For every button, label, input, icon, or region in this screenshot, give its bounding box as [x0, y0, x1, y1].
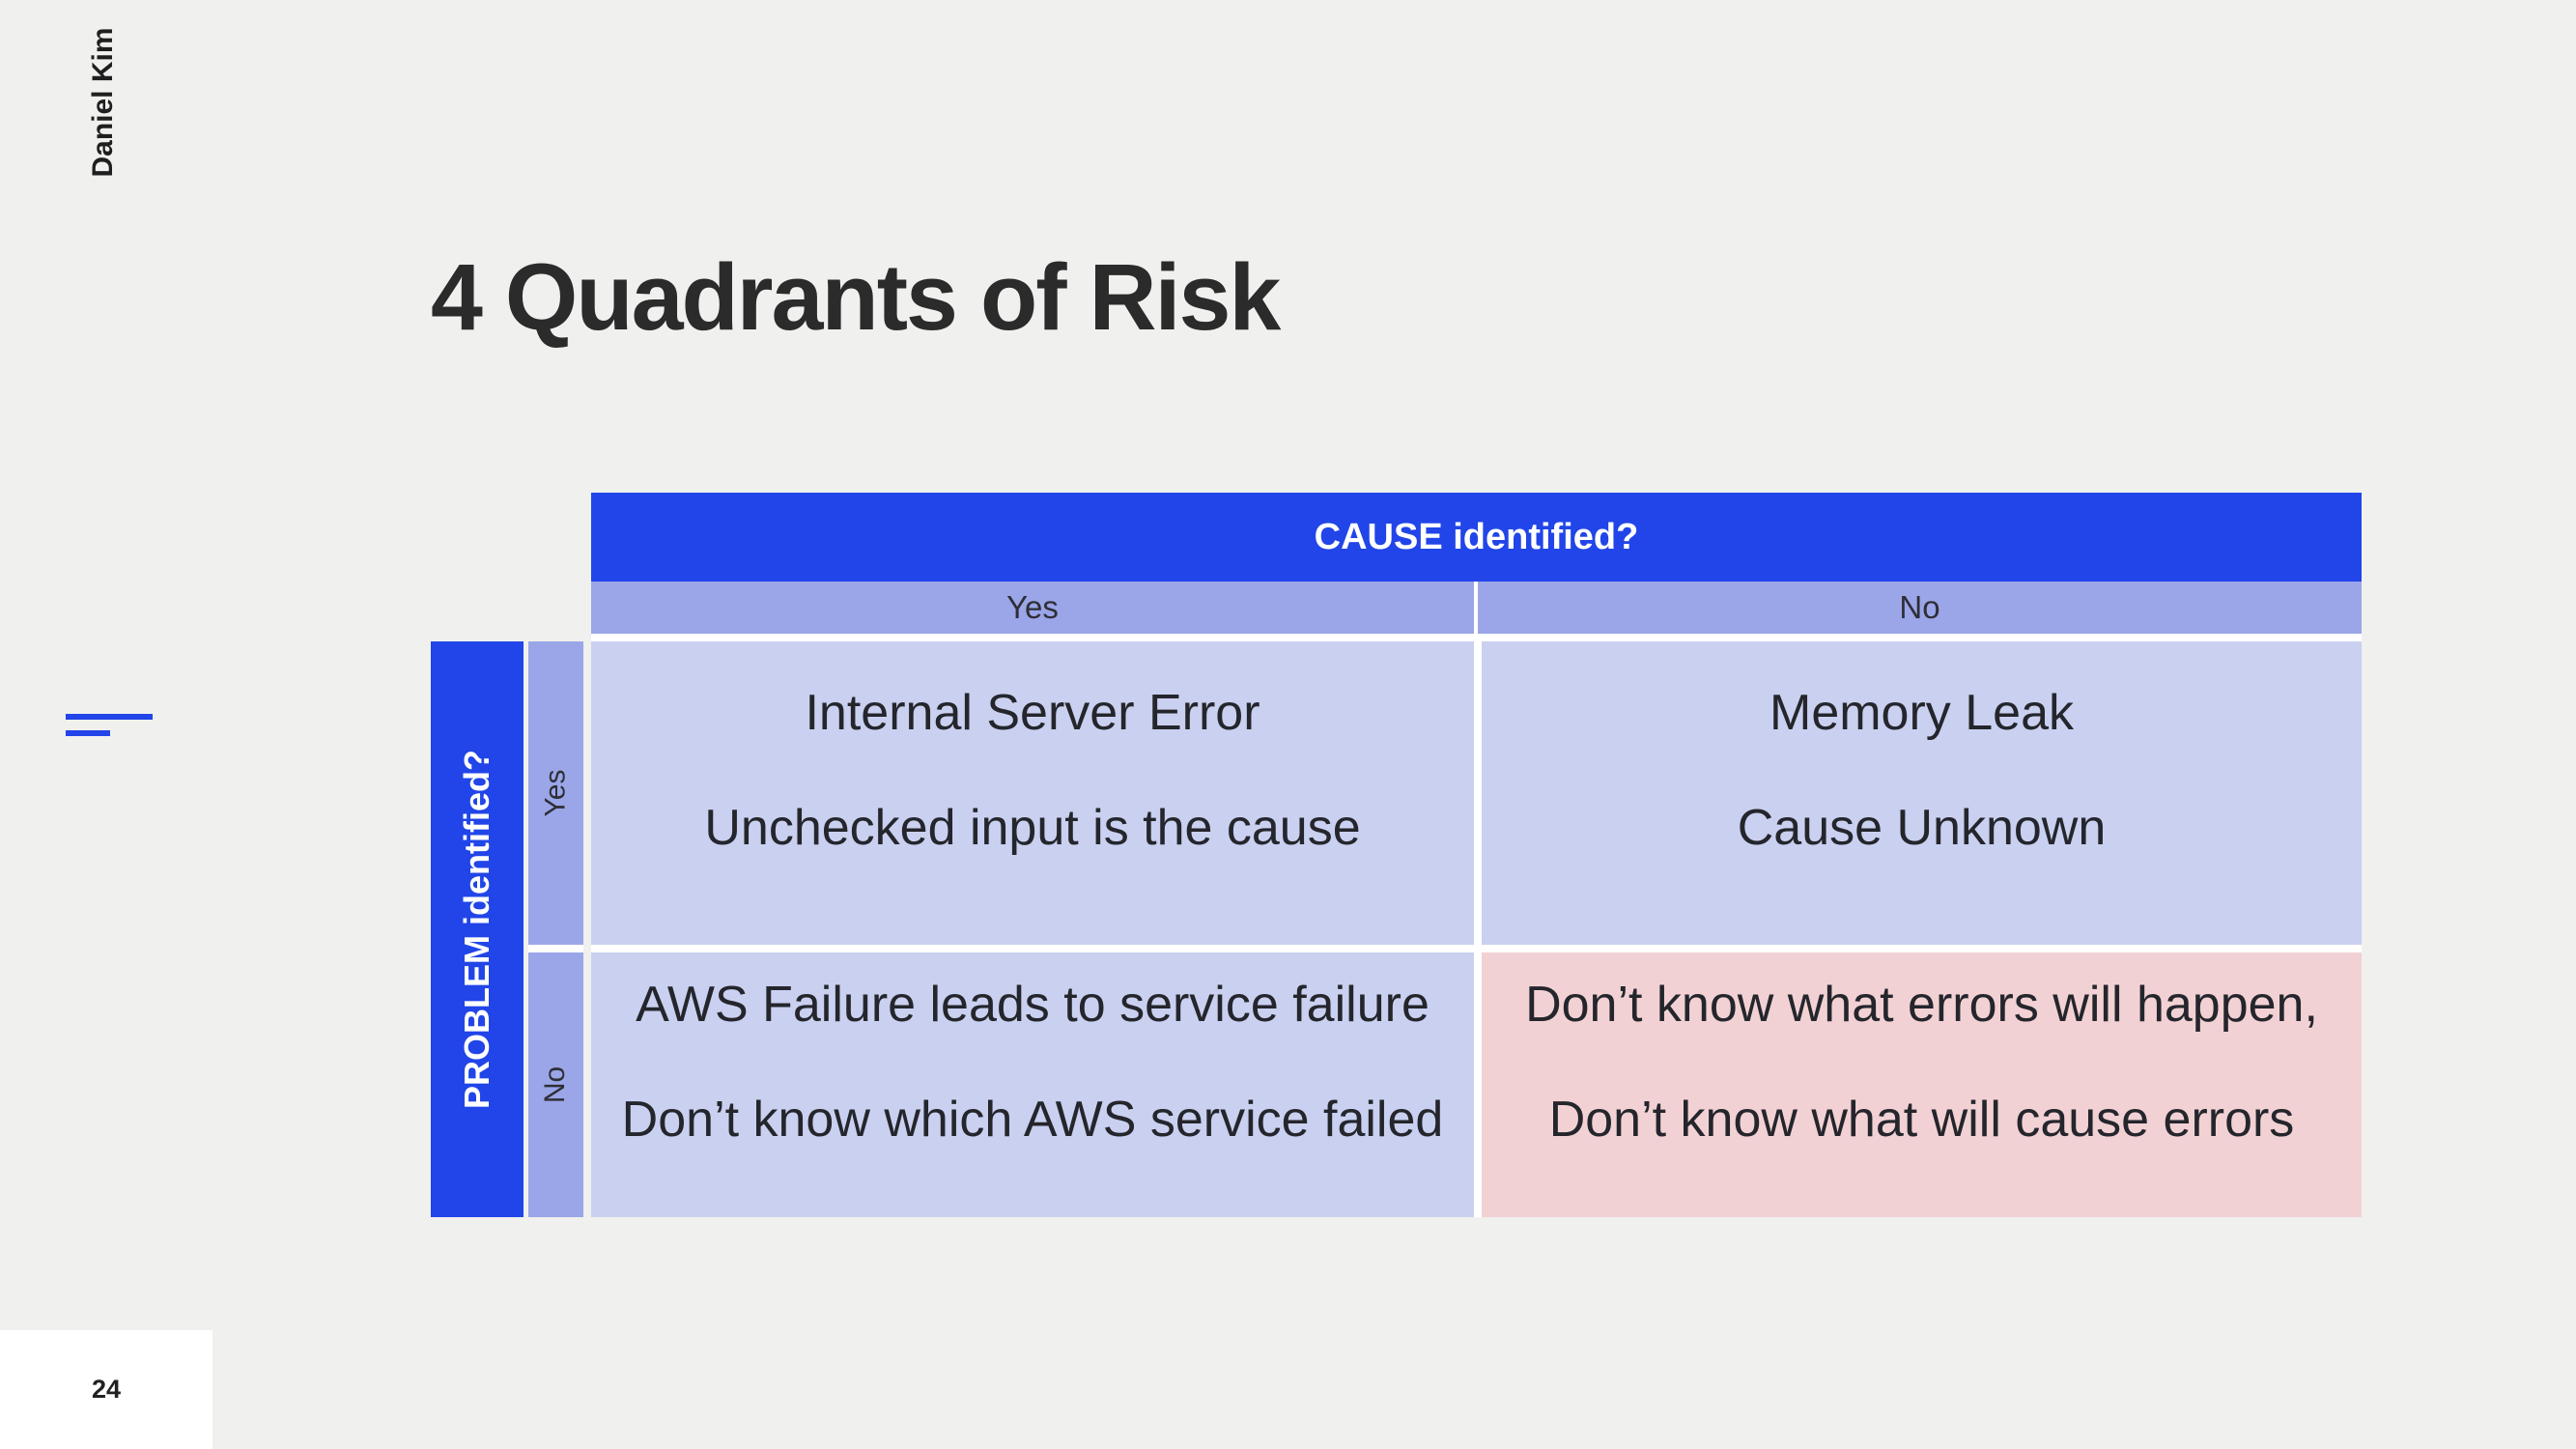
row-options-column: Yes No: [528, 641, 583, 1217]
column-option-yes: Yes: [591, 582, 1474, 634]
row-option-yes: Yes: [528, 641, 583, 945]
page-title: 4 Quadrants of Risk: [431, 244, 1281, 350]
quadrant-problem-no-cause-no: Don’t know what errors will happen, Don’…: [1482, 952, 2362, 1217]
quadrant-line: Don’t know what will cause errors: [1548, 1092, 2295, 1148]
quadrant-grid: Internal Server Error Unchecked input is…: [591, 641, 2362, 1217]
quadrant-line: Don’t know which AWS service failed: [621, 1092, 1444, 1148]
column-options-row: Yes No: [591, 582, 2362, 634]
quadrant-line: Internal Server Error: [805, 685, 1260, 742]
column-axis-header: CAUSE identified?: [591, 493, 2362, 582]
accent-line-short: [66, 730, 110, 736]
row-option-yes-label: Yes: [539, 769, 572, 817]
row-option-no: No: [528, 952, 583, 1217]
quadrant-line: Cause Unknown: [1737, 800, 2107, 856]
quadrant-problem-yes-cause-yes: Internal Server Error Unchecked input is…: [591, 641, 1474, 945]
quadrant-line: Unchecked input is the cause: [704, 800, 1361, 856]
quadrant-line: Don’t know what errors will happen,: [1525, 977, 2318, 1034]
quadrant-problem-no-cause-yes: AWS Failure leads to service failure Don…: [591, 952, 1474, 1217]
row-axis-header: PROBLEM identified?: [431, 641, 524, 1217]
page-number-box: 24: [0, 1330, 212, 1449]
risk-matrix-table: CAUSE identified? Yes No Internal Server…: [591, 493, 2362, 1217]
quadrant-line: AWS Failure leads to service failure: [636, 977, 1430, 1034]
accent-line-long: [66, 714, 153, 720]
row-axis-header-label: PROBLEM identified?: [457, 750, 496, 1109]
author-name: Daniel Kim: [87, 27, 119, 178]
page-number: 24: [91, 1375, 122, 1404]
quadrant-line: Memory Leak: [1769, 685, 2074, 742]
quadrant-problem-yes-cause-no: Memory Leak Cause Unknown: [1482, 641, 2362, 945]
row-option-no-label: No: [539, 1065, 572, 1104]
column-option-no: No: [1478, 582, 2362, 634]
